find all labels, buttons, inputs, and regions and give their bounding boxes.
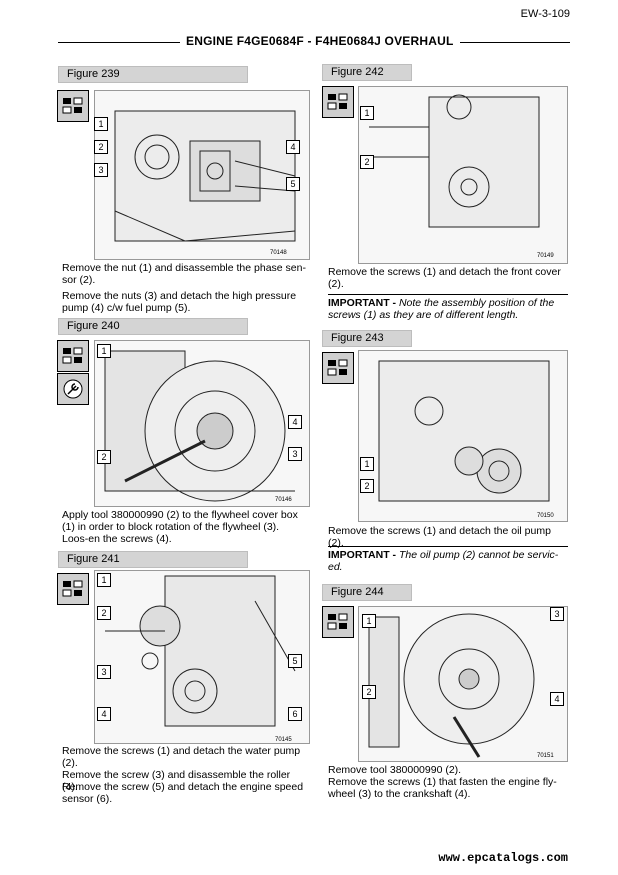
figure-242-important: IMPORTANT - Note the assembly position o… (328, 294, 568, 321)
figure-241-callout-4: 4 (97, 707, 111, 721)
figure-240-callout-1: 1 (97, 344, 111, 358)
figure-242-label: Figure 242 (331, 66, 384, 78)
figure-241-callout-3: 3 (97, 665, 111, 679)
figure-244-text-2: Remove the screws (1) that fasten the en… (328, 776, 557, 800)
figure-241-header: Figure 241 (58, 551, 248, 568)
figure-244-label: Figure 244 (331, 586, 384, 598)
figure-240-code: 70146 (275, 497, 292, 503)
figure-239-header: Figure 239 (58, 66, 248, 83)
figure-242-important-text: Note the assembly position of the screws… (328, 297, 555, 321)
figure-242-callout-1: 1 (360, 106, 374, 120)
figure-239-label: Figure 239 (67, 68, 120, 80)
figure-244-callout-4: 4 (550, 692, 564, 706)
figure-239-callout-3: 3 (94, 163, 108, 177)
figure-239-text-2: Remove the nuts (3) and detach the high … (62, 290, 297, 314)
figure-240-text-1: Apply tool 380000990 (2) to the flywheel… (62, 509, 298, 545)
figure-244-callout-3: 3 (550, 607, 564, 621)
figure-241-text-2: Remove the screw (3) and disassemble the… (62, 769, 291, 793)
figure-242-text-1: Remove the screws (1) and detach the fro… (328, 266, 561, 290)
figure-244-callout-1: 1 (362, 614, 376, 628)
figure-240-label: Figure 240 (67, 320, 120, 332)
figure-243-important-label: IMPORTANT - (328, 549, 397, 561)
disassembly-icon (57, 573, 89, 605)
figure-242-header: Figure 242 (322, 64, 412, 81)
figure-242-important-label: IMPORTANT - (328, 297, 397, 309)
figure-244-code: 70151 (537, 753, 554, 759)
watermark: www.epcatalogs.com (438, 851, 568, 865)
figure-243-important: IMPORTANT - The oil pump (2) cannot be s… (328, 546, 568, 573)
disassembly-icon (57, 90, 89, 122)
disassembly-icon (57, 340, 89, 372)
page-number: EW-3-109 (520, 8, 570, 20)
figure-240-callout-4: 4 (288, 415, 302, 429)
figure-241-text-1: Remove the screws (1) and detach the wat… (62, 745, 301, 769)
figure-240-header: Figure 240 (58, 318, 248, 335)
page-title: ENGINE F4GE0684F - F4HE0684J OVERHAUL (180, 34, 460, 48)
figure-241-code: 70145 (275, 737, 292, 743)
figure-244-header: Figure 244 (322, 584, 412, 601)
figure-239-code: 70148 (270, 250, 287, 256)
figure-239-image: 70148 (94, 90, 310, 260)
disassembly-icon (322, 606, 354, 638)
figure-241-callout-5: 5 (288, 654, 302, 668)
figure-242-image: 70149 (358, 86, 568, 264)
figure-242-code: 70149 (537, 253, 554, 259)
disassembly-icon (322, 86, 354, 118)
figure-243-important-text: The oil pump (2) cannot be servic-ed. (328, 549, 559, 573)
figure-241-callout-1: 1 (97, 573, 111, 587)
figure-241-label: Figure 241 (67, 553, 120, 565)
figure-244-text-1: Remove tool 380000990 (2). (328, 764, 462, 776)
figure-239-callout-5: 5 (286, 177, 300, 191)
figure-243-callout-1: 1 (360, 457, 374, 471)
figure-241-callout-6: 6 (288, 707, 302, 721)
figure-244-image: 70151 (358, 606, 568, 762)
figure-241-image: 70145 (94, 570, 310, 744)
figure-239-callout-4: 4 (286, 140, 300, 154)
figure-243-callout-2: 2 (360, 479, 374, 493)
figure-239-callout-2: 2 (94, 140, 108, 154)
figure-241-text-3: Remove the screw (5) and detach the engi… (62, 781, 304, 805)
figure-244-callout-2: 2 (362, 685, 376, 699)
figure-243-label: Figure 243 (331, 332, 384, 344)
figure-243-code: 70150 (537, 513, 554, 519)
figure-243-header: Figure 243 (322, 330, 412, 347)
figure-243-image: 70150 (358, 350, 568, 522)
figure-239-text-1: Remove the nut (1) and disassemble the p… (62, 262, 306, 286)
figure-240-callout-2: 2 (97, 450, 111, 464)
figure-240-image: 70146 (94, 340, 310, 507)
figure-239-callout-1: 1 (94, 117, 108, 131)
figure-240-callout-3: 3 (288, 447, 302, 461)
tool-icon (57, 373, 89, 405)
disassembly-icon (322, 352, 354, 384)
figure-241-callout-2: 2 (97, 606, 111, 620)
figure-242-callout-2: 2 (360, 155, 374, 169)
